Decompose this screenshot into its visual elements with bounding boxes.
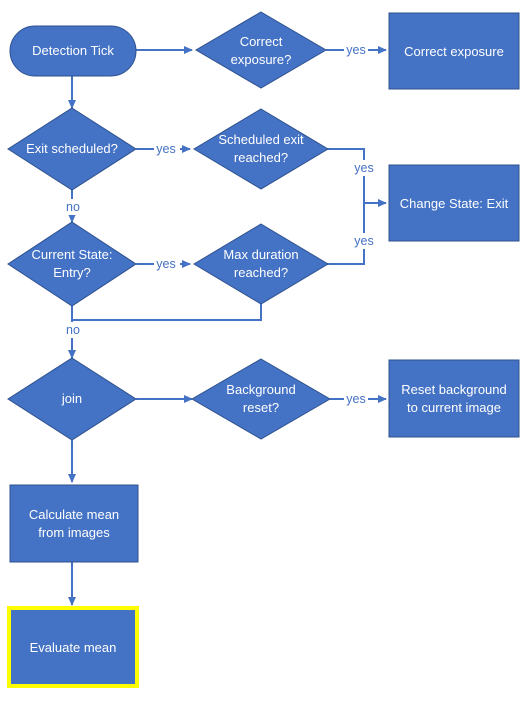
edge-scheduled-exit-to-change-state: [326, 148, 365, 203]
node-evaluate-mean: Evaluate mean: [7, 606, 139, 688]
edge-label-max-duration-yes: yes: [354, 234, 373, 248]
node-label-line1: Current State:: [32, 247, 113, 262]
node-reset-background: Reset background to current image: [388, 359, 520, 438]
node-label: Exit scheduled?: [26, 141, 118, 156]
node-scheduled-exit-decision: Scheduled exit reached?: [193, 108, 329, 190]
node-label: Detection Tick: [32, 43, 114, 58]
node-label-line1: Scheduled exit: [218, 132, 304, 147]
node-label: Evaluate mean: [30, 640, 117, 655]
node-label-line1: Reset background: [401, 382, 507, 397]
edge-label-exit-scheduled-no: no: [66, 200, 80, 214]
node-calculate-mean: Calculate mean from images: [9, 484, 139, 563]
node-label-line2: from images: [38, 525, 110, 540]
node-label: Change State: Exit: [400, 196, 509, 211]
node-label-line1: Max duration: [223, 247, 298, 262]
node-label-line2: exposure?: [231, 52, 292, 67]
node-max-duration-decision: Max duration reached?: [193, 223, 329, 305]
edge-label-background-yes: yes: [346, 392, 365, 406]
node-label: Correct exposure: [404, 44, 504, 59]
node-label-line2: reset?: [243, 400, 279, 415]
edge-label-exposure-yes: yes: [346, 43, 365, 57]
node-join-decision: join: [7, 357, 137, 441]
node-label-line2: reached?: [234, 150, 288, 165]
edge-label-entry-yes: yes: [156, 257, 175, 271]
edge-label-exit-scheduled-yes: yes: [156, 142, 175, 156]
node-label-line2: Entry?: [53, 265, 91, 280]
edge-labels: yes yes no yes yes yes no yes: [60, 42, 378, 407]
node-label-line1: Correct: [240, 34, 283, 49]
edge-label-entry-no: no: [66, 323, 80, 337]
node-detection-tick: Detection Tick: [9, 25, 137, 77]
edge-max-duration-to-change-state: [326, 203, 365, 265]
node-label-line2: reached?: [234, 265, 288, 280]
node-current-state-decision: Current State: Entry?: [7, 221, 137, 307]
node-correct-exposure: Correct exposure: [388, 12, 520, 90]
node-exit-scheduled-decision: Exit scheduled?: [7, 107, 137, 191]
highlight-frame: [7, 606, 139, 688]
node-label-line1: Calculate mean: [29, 507, 119, 522]
node-label-line1: Background: [226, 382, 295, 397]
node-change-state-exit: Change State: Exit: [388, 164, 520, 242]
edge-max-duration-no: [72, 296, 262, 321]
node-label: join: [61, 391, 82, 406]
node-label-line2: to current image: [407, 400, 501, 415]
node-background-reset-decision: Background reset?: [191, 358, 331, 440]
node-correct-exposure-decision: Correct exposure?: [195, 11, 327, 89]
edge-label-scheduled-exit-yes: yes: [354, 161, 373, 175]
